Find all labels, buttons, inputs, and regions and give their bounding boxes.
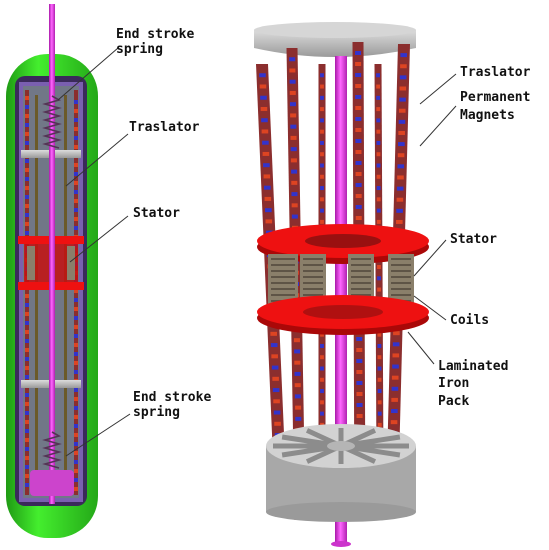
left-bottom-cup	[30, 470, 74, 496]
left-generator-assembly	[6, 4, 98, 538]
right-generator-assembly	[254, 22, 429, 547]
left-spring-top	[42, 95, 62, 149]
label-coils: Coils	[450, 313, 489, 328]
label-end-stroke-spring-bottom: End stroke spring	[133, 390, 219, 420]
left-shaft	[49, 4, 55, 504]
bottom-end-plate	[266, 424, 416, 522]
label-permanent-magnets: Permanent Magnets	[460, 90, 538, 123]
label-stator-left: Stator	[133, 206, 180, 221]
label-end-stroke-spring-top: End stroke spring	[116, 27, 202, 57]
label-stator-right: Stator	[450, 232, 497, 247]
label-traslator-right: Traslator	[460, 65, 531, 80]
label-laminated-iron-pack: Laminated Iron Pack	[438, 359, 516, 409]
left-spring-bottom	[42, 431, 62, 469]
stator-lower-ring	[257, 295, 429, 335]
label-traslator-left: Traslator	[129, 120, 200, 135]
stator-upper-ring	[257, 224, 429, 264]
leader-lines	[57, 47, 457, 457]
